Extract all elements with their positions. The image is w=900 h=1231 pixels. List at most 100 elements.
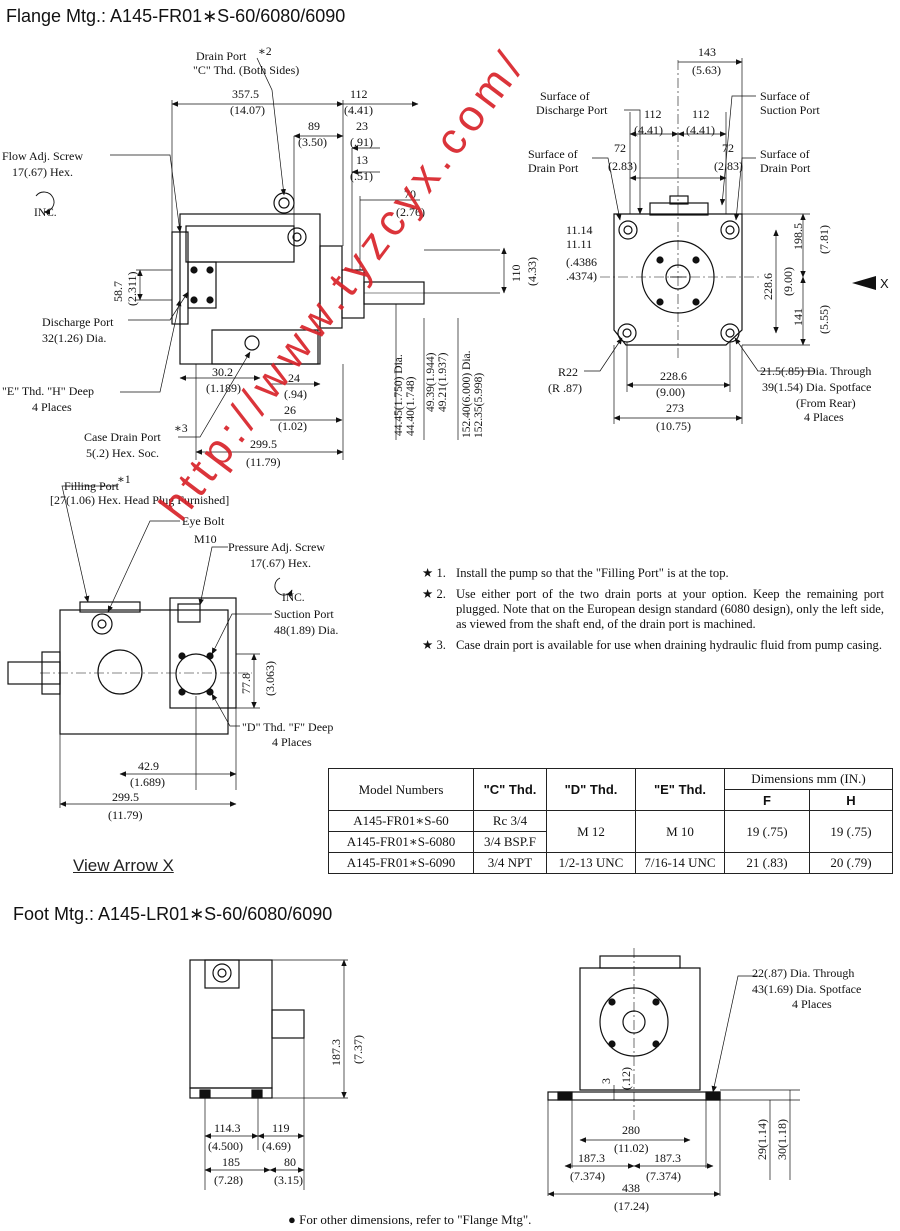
svg-text:438: 438	[622, 1181, 640, 1195]
svg-text:89: 89	[308, 119, 320, 133]
cell-f: 21 (.83)	[724, 852, 810, 874]
svg-text:∗3: ∗3	[174, 423, 188, 435]
arrow-view-labels: Filling Port ∗1 [27(1.06) Hex. Head Plug…	[50, 474, 338, 822]
svg-text:228.6: 228.6	[660, 369, 687, 383]
svg-text:(7.37): (7.37)	[351, 1035, 365, 1064]
svg-text:112: 112	[644, 107, 662, 121]
svg-text:(4.500): (4.500)	[208, 1139, 243, 1153]
svg-text:"E" Thd. "H" Deep: "E" Thd. "H" Deep	[2, 384, 94, 398]
arrow-view-flange	[97, 649, 143, 695]
svg-text:11.14: 11.14	[566, 223, 593, 237]
svg-text:(7.81): (7.81)	[817, 225, 831, 254]
svg-text:(1.02): (1.02)	[278, 419, 307, 433]
svg-text:M10: M10	[194, 532, 217, 546]
svg-text:29(1.14): 29(1.14)	[755, 1119, 769, 1160]
svg-text:(2.83): (2.83)	[714, 159, 743, 173]
cell-c-thd: Rc 3/4	[473, 810, 547, 832]
header-h: H	[809, 789, 893, 811]
cell-e-thd: 7/16-14 UNC	[635, 852, 725, 874]
foot-front-labels: 22(.87) Dia. Through 43(1.69) Dia. Spotf…	[570, 966, 861, 1213]
svg-text:Discharge Port: Discharge Port	[536, 103, 608, 117]
svg-text:72: 72	[614, 141, 626, 155]
svg-text:11.11: 11.11	[566, 237, 592, 251]
svg-text:187.3: 187.3	[578, 1151, 605, 1165]
svg-text:Case Drain Port: Case Drain Port	[84, 430, 161, 444]
note-number: ★ 2.	[422, 587, 446, 601]
svg-text:Surface of: Surface of	[760, 147, 810, 161]
svg-text:273: 273	[666, 401, 684, 415]
arrow-view-body	[59, 609, 229, 735]
svg-text:(5.63): (5.63)	[692, 63, 721, 77]
foot-side-view	[189, 959, 348, 1190]
svg-text:(4.69): (4.69)	[262, 1139, 291, 1153]
cell-f: 19 (.75)	[724, 810, 810, 853]
svg-text:(R .87): (R .87)	[548, 381, 582, 395]
svg-text:"C" Thd. (Both Sides): "C" Thd. (Both Sides)	[193, 63, 299, 77]
svg-text:(9.00): (9.00)	[656, 385, 685, 399]
svg-text:(2.83): (2.83)	[608, 159, 637, 173]
svg-text:(14.07): (14.07)	[230, 103, 265, 117]
svg-text:141: 141	[791, 308, 805, 326]
header-c-thd: "C" Thd.	[473, 768, 547, 811]
svg-text:Surface of: Surface of	[540, 89, 590, 103]
svg-text:17(.67) Hex.: 17(.67) Hex.	[12, 165, 73, 179]
cell-model: A145-FR01∗S-6080	[328, 831, 474, 853]
header-dimensions: Dimensions mm (IN.)	[724, 768, 893, 790]
svg-text:(.4386: (.4386	[566, 255, 597, 269]
footnote: ● For other dimensions, refer to "Flange…	[288, 1212, 532, 1227]
svg-text:(5.55): (5.55)	[817, 305, 831, 334]
svg-text:30(1.18): 30(1.18)	[775, 1119, 789, 1160]
svg-text:Filling Port: Filling Port	[64, 479, 120, 493]
note-text: Case drain port is available for use whe…	[456, 638, 882, 652]
svg-text:INC.: INC.	[34, 207, 57, 219]
svg-text:(3.063): (3.063)	[263, 661, 277, 696]
svg-text:(4.33): (4.33)	[525, 257, 539, 286]
foot-front-view	[547, 948, 800, 1197]
svg-text:Drain Port: Drain Port	[196, 49, 247, 63]
svg-text:4 Places: 4 Places	[32, 400, 72, 414]
svg-text:48(1.89) Dia.: 48(1.89) Dia.	[274, 623, 338, 637]
svg-text:299.5: 299.5	[250, 437, 277, 451]
svg-text:(.94): (.94)	[284, 387, 307, 401]
note-number: ★ 3.	[422, 638, 446, 652]
svg-text:80: 80	[284, 1155, 296, 1169]
svg-text:Discharge Port: Discharge Port	[42, 315, 114, 329]
view-arrow-x-icon	[852, 276, 876, 290]
eye-bolt-circle	[91, 613, 113, 635]
svg-text:Drain Port: Drain Port	[528, 161, 579, 175]
svg-text:(4.41): (4.41)	[344, 103, 373, 117]
svg-text:5(.2) Hex. Soc.: 5(.2) Hex. Soc.	[86, 446, 159, 460]
suction-port-circle	[175, 653, 217, 695]
svg-text:(4.41): (4.41)	[634, 123, 663, 137]
notes: ★ 1. Install the pump so that the "Filli…	[422, 566, 884, 659]
svg-text:70: 70	[404, 187, 416, 201]
svg-text:21.5(.85) Dia. Through: 21.5(.85) Dia. Through	[760, 364, 871, 378]
svg-text:R22: R22	[558, 365, 578, 379]
svg-text:44.45(1.750) Dia.: 44.45(1.750) Dia.	[393, 354, 405, 436]
svg-text:(7.374): (7.374)	[646, 1169, 681, 1183]
svg-text:Suction Port: Suction Port	[760, 103, 820, 117]
foot-side-body	[189, 959, 273, 1089]
svg-text:(2.76): (2.76)	[396, 205, 425, 219]
cell-d-thd: 1/2-13 UNC	[546, 852, 636, 874]
svg-text:Flow Adj. Screw: Flow Adj. Screw	[2, 149, 83, 163]
svg-text:43(1.69) Dia. Spotface: 43(1.69) Dia. Spotface	[752, 982, 861, 996]
svg-text:Surface of: Surface of	[528, 147, 578, 161]
table-row: A145-FR01∗S-60 Rc 3/4 M 12 M 10 19 (.75)…	[328, 810, 893, 853]
svg-text:(3.15): (3.15)	[274, 1173, 303, 1187]
cell-e-thd: M 10	[635, 810, 725, 853]
svg-text:(11.79): (11.79)	[108, 808, 143, 822]
svg-text:4 Places: 4 Places	[792, 997, 832, 1011]
svg-text:280: 280	[622, 1123, 640, 1137]
svg-text:299.5: 299.5	[112, 790, 139, 804]
cell-c-thd: 3/4 NPT	[473, 852, 547, 874]
svg-text:13: 13	[356, 153, 368, 167]
svg-text:110: 110	[509, 264, 523, 282]
arrow-view-shaft	[7, 661, 61, 685]
svg-text:(11.02): (11.02)	[614, 1141, 649, 1155]
front-view	[584, 58, 876, 424]
header-d-thd: "D" Thd.	[546, 768, 636, 811]
svg-text:(7.374): (7.374)	[570, 1169, 605, 1183]
note-1: ★ 1. Install the pump so that the "Filli…	[422, 566, 884, 581]
svg-text:(10.75): (10.75)	[656, 419, 691, 433]
